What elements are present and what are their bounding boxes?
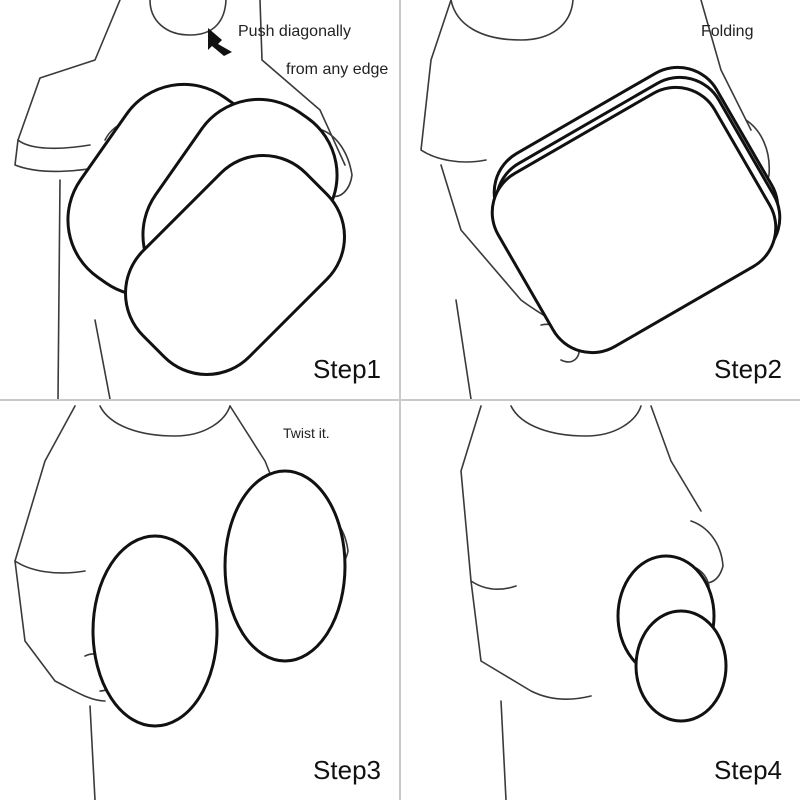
step-1-illustration — [14, 0, 353, 399]
panel-step-3: Twist it. Step3 — [0, 401, 399, 800]
step-label: Step4 — [714, 755, 782, 785]
caption: Twist it. — [283, 425, 330, 441]
step-2-illustration — [420, 0, 782, 399]
panel-step-4: Step4 — [401, 401, 800, 800]
step-label: Step3 — [313, 755, 381, 785]
caption-line-2: from any edge — [286, 61, 389, 78]
panel-step-2: Folding Step2 — [401, 0, 800, 399]
step-label: Step1 — [313, 354, 381, 384]
caption: Folding — [701, 23, 754, 40]
step-3-illustration — [14, 405, 349, 800]
step-label: Step2 — [714, 354, 782, 384]
arrow-icon — [208, 28, 232, 56]
step-4-illustration — [460, 405, 728, 800]
caption-line-1: Push diagonally — [238, 23, 351, 40]
horizontal-divider — [0, 399, 800, 401]
panel-step-1: Push diagonally from any edge Step1 — [0, 0, 399, 399]
